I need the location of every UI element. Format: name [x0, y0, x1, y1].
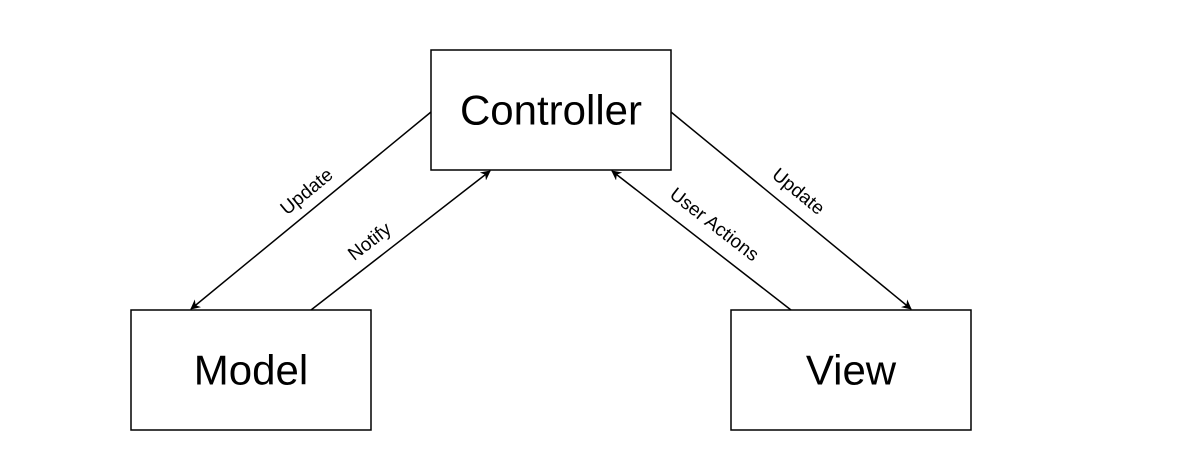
- model-label: Model: [194, 347, 308, 394]
- model-node: Model: [130, 309, 372, 431]
- edge-controller-to-view-label: Update: [768, 164, 829, 219]
- view-box: [730, 309, 972, 431]
- edge-model-to-controller-arrow: [310, 170, 491, 311]
- edge-controller-to-model-label: Update: [277, 164, 338, 219]
- view-label: View: [806, 347, 897, 394]
- controller-label: Controller: [460, 87, 642, 134]
- edge-view-to-controller-label: User Actions: [665, 184, 762, 266]
- edge-model-to-controller-label: Notify: [344, 219, 396, 266]
- edge-controller-to-view-arrow: [670, 111, 912, 310]
- controller-node: Controller: [430, 49, 672, 171]
- edge-view-to-controller-arrow: [611, 170, 792, 311]
- view-node: View: [730, 309, 972, 431]
- edge-controller-to-model-arrow: [190, 111, 432, 310]
- controller-box: [430, 49, 672, 171]
- model-box: [130, 309, 372, 431]
